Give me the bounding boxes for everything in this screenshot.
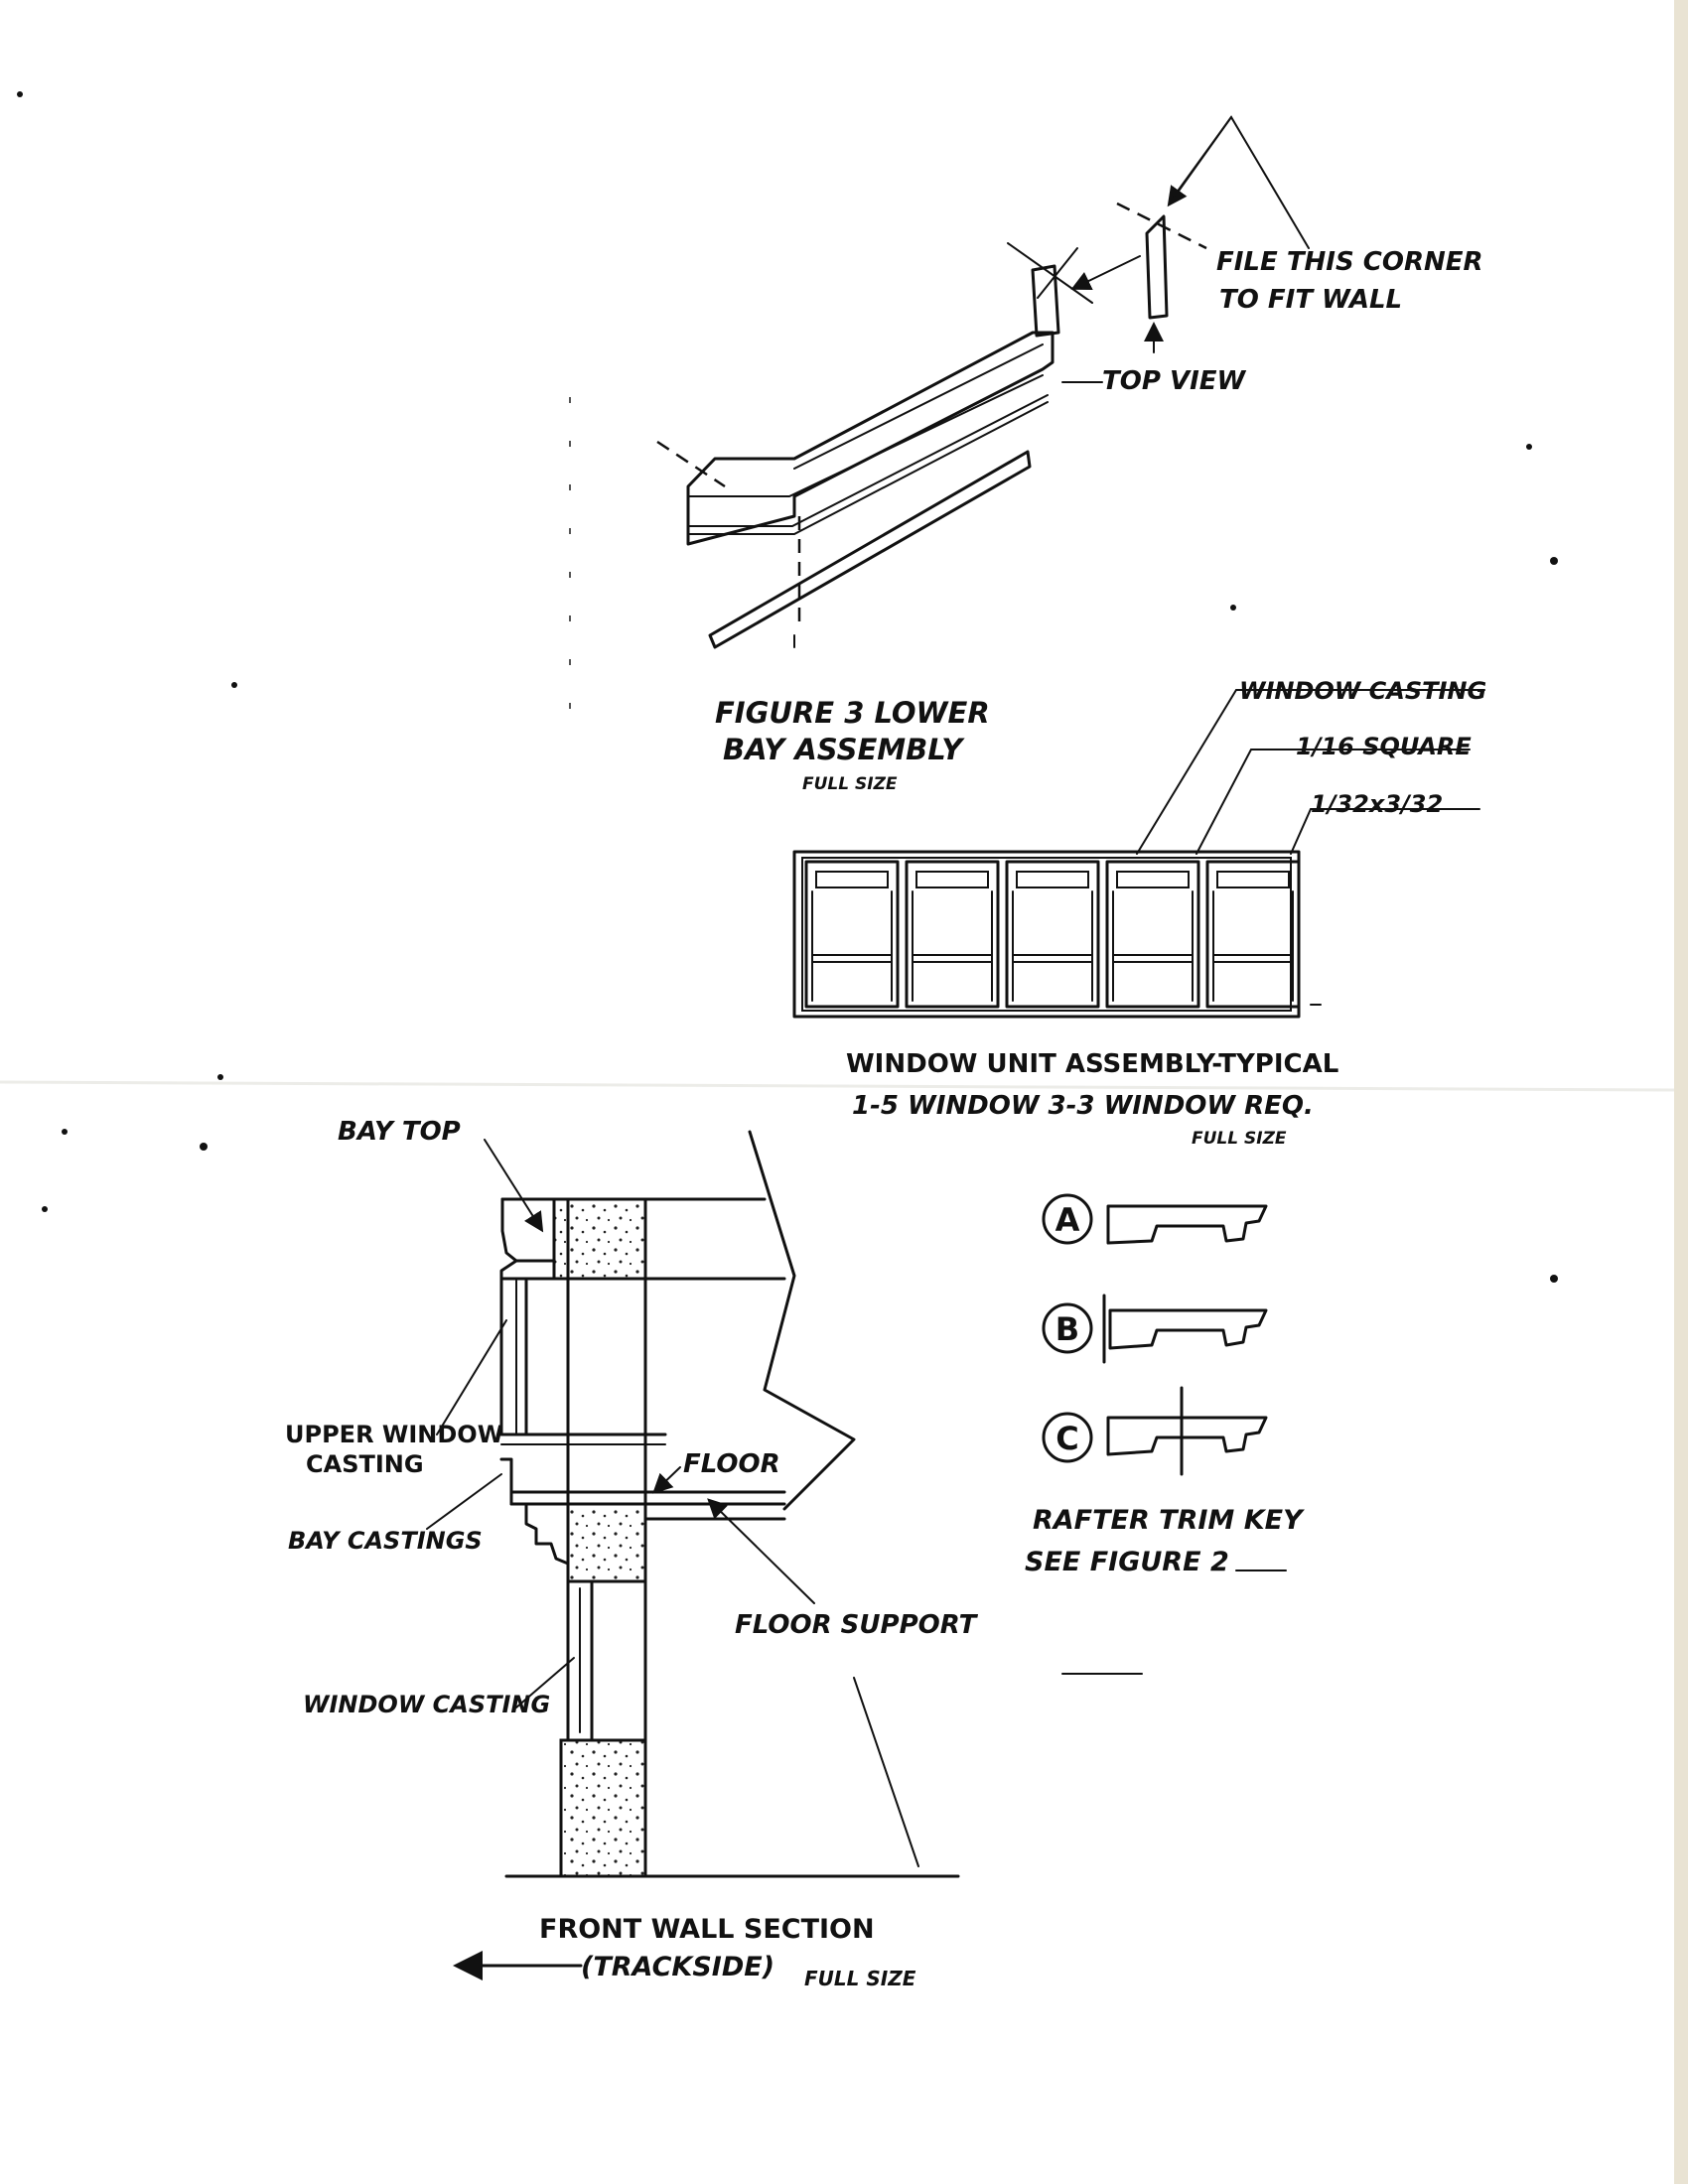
- paper-right-edge: [1674, 0, 1688, 2184]
- file-corner-leader: [1167, 115, 1310, 249]
- window-sash: [905, 860, 1000, 1009]
- label-floor-support: FLOOR SUPPORT: [735, 1610, 979, 1640]
- leader-square: [1196, 749, 1471, 855]
- top-view-cut-line: [1116, 202, 1207, 250]
- lower-floor-block: [566, 1502, 647, 1583]
- leader-bay-top: [484, 1139, 544, 1233]
- leader-window-casting: [1136, 689, 1485, 855]
- window-sash-transom: [915, 871, 989, 888]
- label-upper-window-line1: UPPER WINDOW: [285, 1421, 503, 1448]
- window-sash: [1005, 860, 1100, 1009]
- top-view-piece: [1145, 214, 1169, 320]
- label-1-16-square: 1/16 SQUARE: [1296, 733, 1472, 760]
- top-view-label: TOP VIEW: [1102, 366, 1247, 396]
- window-unit-caption-line1: WINDOW UNIT ASSEMBLY-TYPICAL: [846, 1049, 1338, 1079]
- rafter-profile-c: [1106, 1416, 1268, 1456]
- rafter-key-letter-c: C: [1055, 1420, 1078, 1457]
- window-sash-transom: [1116, 871, 1190, 888]
- window-sash: [1105, 860, 1200, 1009]
- bay-molding: [686, 331, 1055, 546]
- window-sashes: [804, 860, 1301, 1009]
- upper-window-casting: [499, 1259, 528, 1436]
- label-window-casting-lower: WINDOW CASTING: [303, 1691, 550, 1718]
- note-file-corner-line1: FILE THIS CORNER: [1216, 247, 1483, 277]
- window-sash-transom: [1016, 871, 1089, 888]
- window-sash: [804, 860, 900, 1009]
- bay-castings-profile: [499, 1457, 570, 1585]
- rafter-key-item-c: C: [1042, 1386, 1268, 1476]
- leader-upper-window: [436, 1319, 507, 1435]
- window-sash-transom: [1216, 871, 1290, 888]
- rafter-key-letter-b: B: [1055, 1310, 1079, 1348]
- rafter-key-reference: SEE FIGURE 2: [1025, 1547, 1229, 1577]
- window-unit-scale: FULL SIZE: [1192, 1129, 1287, 1149]
- leader-floor: [652, 1466, 681, 1494]
- rafter-key-letter-a: A: [1055, 1201, 1080, 1239]
- wall-section-title-line2: (TRACKSIDE): [581, 1952, 774, 1982]
- leader-strip: [1290, 808, 1480, 855]
- label-window-casting: WINDOW CASTING: [1239, 677, 1486, 705]
- file-corner-leader-2: [1173, 116, 1232, 198]
- corner-post: [1031, 264, 1060, 338]
- figure-3-title-line1: FIGURE 3 LOWER: [715, 696, 990, 730]
- note-file-corner-line2: TO FIT WALL: [1219, 285, 1402, 315]
- leader-floor-support: [707, 1498, 815, 1604]
- wall-section-scale: FULL SIZE: [804, 1967, 916, 1990]
- rafter-profile-b: [1108, 1308, 1268, 1350]
- rafter-key-item-b: B: [1042, 1294, 1268, 1364]
- leader-bay-castings: [426, 1473, 502, 1530]
- rafter-key-title: RAFTER TRIM KEY: [1033, 1505, 1305, 1536]
- leader-window-casting-lower: [515, 1657, 575, 1708]
- rafter-trim-key: A B C RAFTER TRIM KEY SEE FIGURE 2: [1025, 1193, 1305, 1675]
- window-sash: [1205, 860, 1301, 1009]
- top-view-to-post-arrow: [1070, 255, 1141, 291]
- window-unit-caption-line2: 1-5 WINDOW 3-3 WINDOW REQ.: [852, 1091, 1314, 1121]
- window-unit-inner-frame: [801, 857, 1292, 1012]
- molding-centre-dash: [656, 440, 726, 488]
- fold-line: [0, 1080, 1675, 1092]
- slope-line-lower: [853, 1677, 919, 1867]
- label-floor: FLOOR: [683, 1449, 780, 1479]
- section-break-line: [748, 1130, 856, 1511]
- rafter-profile-a: [1106, 1204, 1268, 1245]
- front-wall-section: BAY TOP UPPER WINDOW CASTING BAY CASTING…: [285, 1117, 979, 1990]
- window-unit-frame: [792, 850, 1301, 1019]
- rafter-key-item-a: A: [1042, 1193, 1268, 1245]
- corner-cut-line-2: [1037, 247, 1078, 299]
- figure-3-scale: FULL SIZE: [802, 774, 898, 794]
- bay-base-board: [708, 450, 1032, 649]
- stray-marks: [17, 91, 1558, 1283]
- wall-section-title-line1: FRONT WALL SECTION: [539, 1914, 875, 1945]
- bay-molding-upper-edge: [793, 343, 1044, 470]
- window-sash-transom: [815, 871, 889, 888]
- corner-cut-line-1: [1007, 242, 1093, 304]
- foundation-block: [559, 1738, 647, 1878]
- figure-3-title-line2: BAY ASSEMBLY: [723, 733, 965, 766]
- bay-molding-grooves: [687, 374, 1049, 535]
- label-bay-top: BAY TOP: [338, 1117, 461, 1147]
- label-1-32x3-32: 1/32x3/32: [1311, 790, 1443, 818]
- window-unit-assembly: WINDOW CASTING 1/16 SQUARE 1/32x3/32 WIN…: [792, 677, 1486, 1149]
- figure-3-lower-bay-assembly: FILE THIS CORNER TO FIT WALL TOP VIEW FI…: [656, 115, 1483, 794]
- label-bay-castings: BAY CASTINGS: [288, 1527, 483, 1555]
- label-upper-window-line2: CASTING: [306, 1450, 424, 1478]
